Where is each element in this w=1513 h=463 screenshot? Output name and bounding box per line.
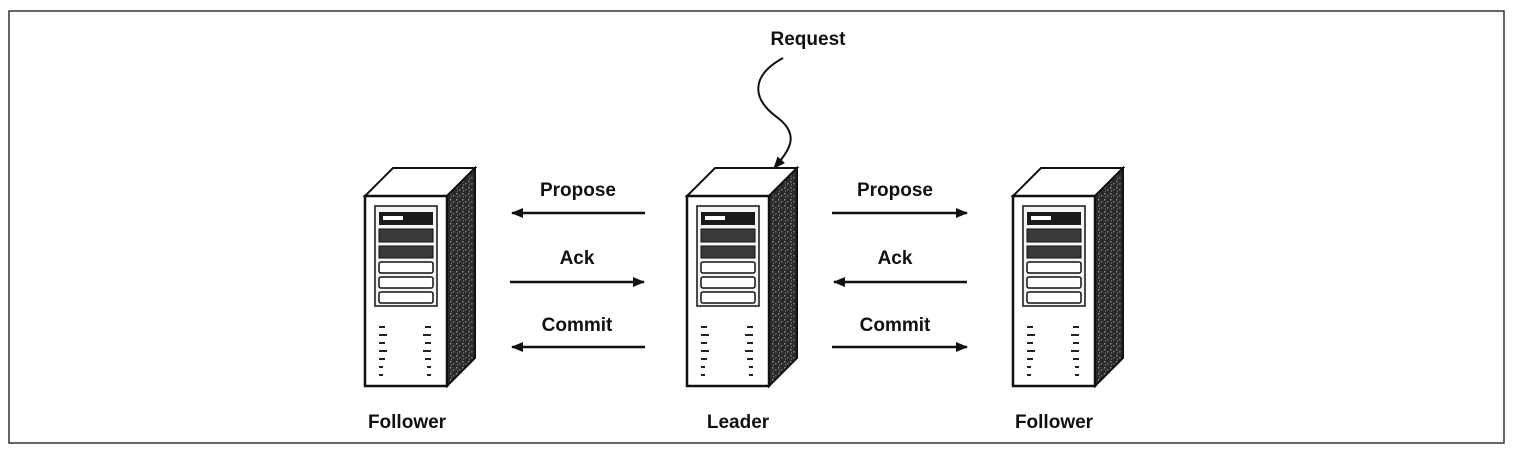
server-follower-left-icon xyxy=(363,166,477,388)
request-arrow xyxy=(757,57,792,169)
message-label-propose-left: Propose xyxy=(540,180,616,201)
request-label: Request xyxy=(771,29,847,50)
role-label-follower-right: Follower xyxy=(1015,412,1094,433)
message-label-commit-left: Commit xyxy=(542,315,613,336)
message-label-ack-right: Ack xyxy=(878,248,913,269)
message-label-commit-right: Commit xyxy=(860,315,931,336)
message-label-propose-right: Propose xyxy=(857,180,933,201)
role-label-follower-left: Follower xyxy=(368,412,447,433)
message-label-ack-left: Ack xyxy=(560,248,595,269)
server-follower-right-icon xyxy=(1011,166,1125,388)
server-leader-icon xyxy=(685,166,799,388)
diagram-frame xyxy=(8,10,1505,444)
role-label-leader: Leader xyxy=(707,412,770,433)
